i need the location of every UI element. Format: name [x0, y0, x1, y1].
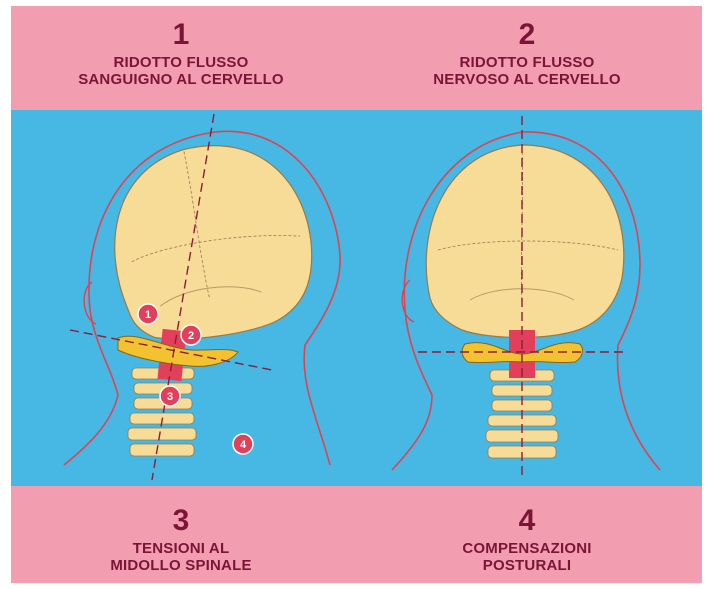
aligned-head-figure	[392, 116, 660, 480]
marker-2: 2	[181, 325, 201, 345]
cervical-spine-left	[128, 368, 196, 456]
marker-1: 1	[138, 304, 158, 324]
misaligned-head-figure: 1 2 3 4	[64, 114, 340, 480]
svg-text:4: 4	[240, 439, 247, 451]
skull-left	[101, 133, 322, 349]
svg-text:2: 2	[188, 330, 194, 342]
marker-4: 4	[233, 434, 253, 454]
skull-right	[426, 145, 624, 338]
marker-3: 3	[160, 386, 180, 406]
svg-text:3: 3	[167, 391, 173, 403]
svg-text:1: 1	[145, 309, 151, 321]
